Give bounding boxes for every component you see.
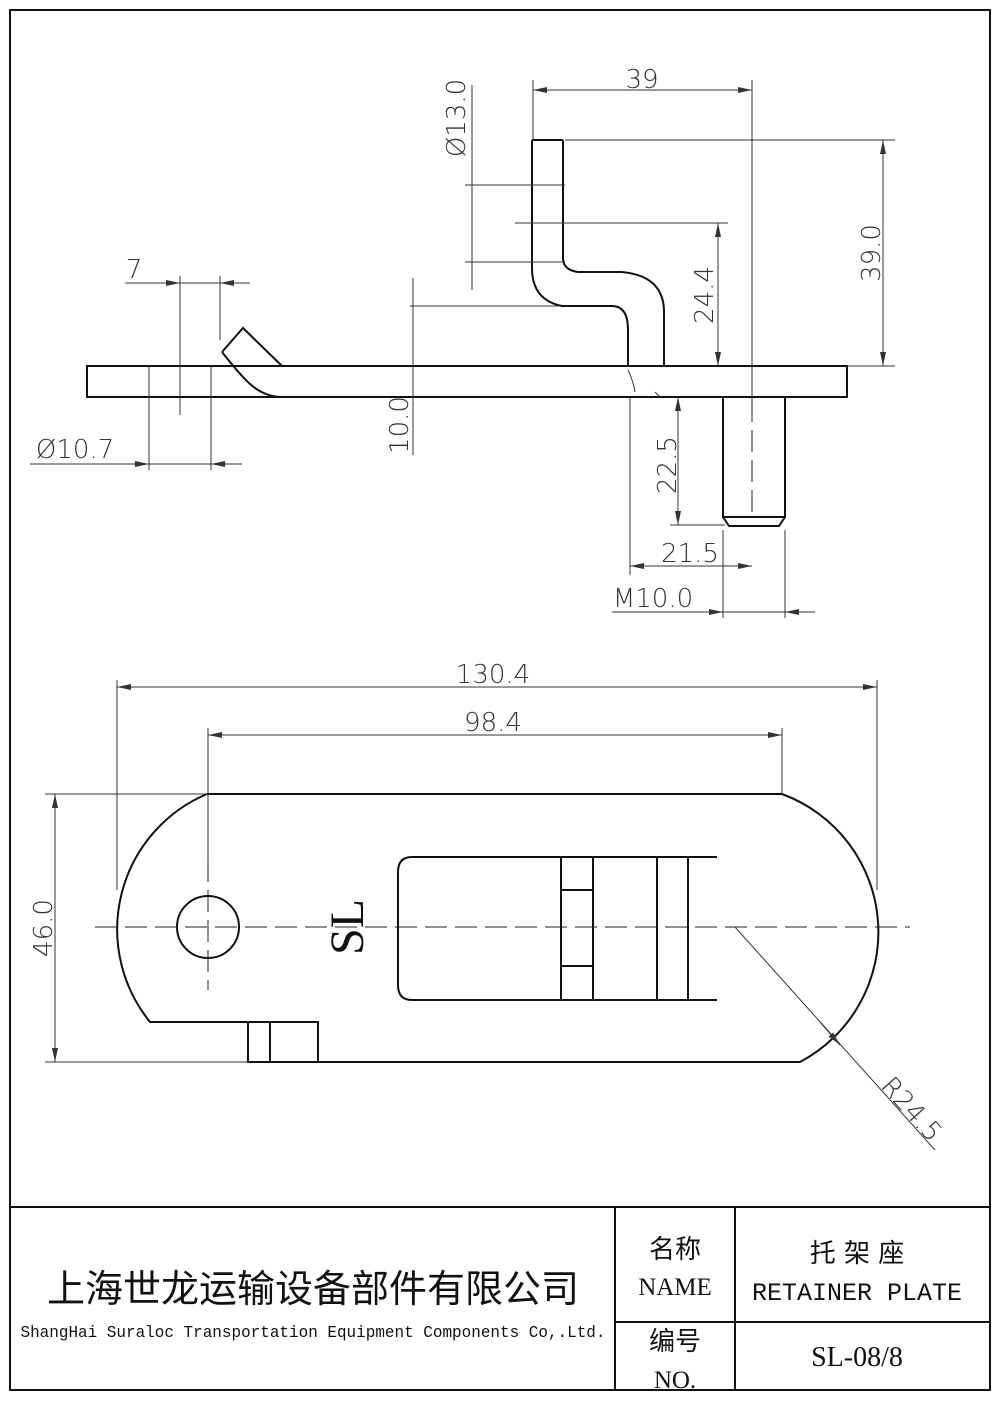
company-name-cn: 上海世龙运输设备部件有限公司 xyxy=(47,1267,579,1311)
name-label-cn: 名称 xyxy=(649,1235,701,1265)
slot-outline xyxy=(397,856,717,1001)
plan-view: SL 130.4 98.4 46.0 R24.5 xyxy=(29,660,948,1151)
dim-hole-diameter: Ø10.7 xyxy=(36,435,114,465)
dim-stud-length: 22.5 xyxy=(653,436,683,494)
dim-bend-height: 24.4 xyxy=(690,266,720,324)
side-view: 39 Ø13.0 39.0 24.4 7 Ø10.7 10.0 22.5 2 xyxy=(30,65,895,618)
dim-center-distance: 98.4 xyxy=(464,708,522,738)
no-label-cn: 编号 xyxy=(649,1327,701,1357)
dim-thread: M10.0 xyxy=(613,584,693,614)
dim-plate-thickness: 10.0 xyxy=(385,396,415,454)
name-label-en: NAME xyxy=(638,1274,712,1301)
part-number: SL-08/8 xyxy=(811,1342,903,1373)
dim-stud-offset: 21.5 xyxy=(661,539,719,569)
dim-tab-width: 7 xyxy=(126,255,143,285)
part-name-cn: 托 架 座 xyxy=(810,1239,905,1269)
dim-end-radius: R24.5 xyxy=(874,1071,947,1148)
pin-profile xyxy=(531,140,629,366)
plate-profile xyxy=(86,365,848,398)
dim-pin-offset: 39 xyxy=(625,65,658,95)
sheet-border xyxy=(9,9,991,1391)
dim-width: 46.0 xyxy=(29,899,59,957)
company-name-en: ShangHai Suraloc Transportation Equipmen… xyxy=(21,1324,606,1343)
dim-overall-length: 130.4 xyxy=(456,660,530,690)
threaded-stud xyxy=(722,396,786,518)
title-block: 上海世龙运输设备部件有限公司 ShangHai Suraloc Transpor… xyxy=(10,1206,990,1394)
part-name-en: RETAINER PLATE xyxy=(752,1279,962,1308)
sl-marking: SL xyxy=(321,899,374,955)
dim-pin-diameter: Ø13.0 xyxy=(442,79,472,157)
dim-overall-height: 39.0 xyxy=(857,224,887,282)
plate-outline xyxy=(116,793,880,1063)
bent-tab xyxy=(221,326,283,398)
no-label-en: NO. xyxy=(654,1367,696,1394)
